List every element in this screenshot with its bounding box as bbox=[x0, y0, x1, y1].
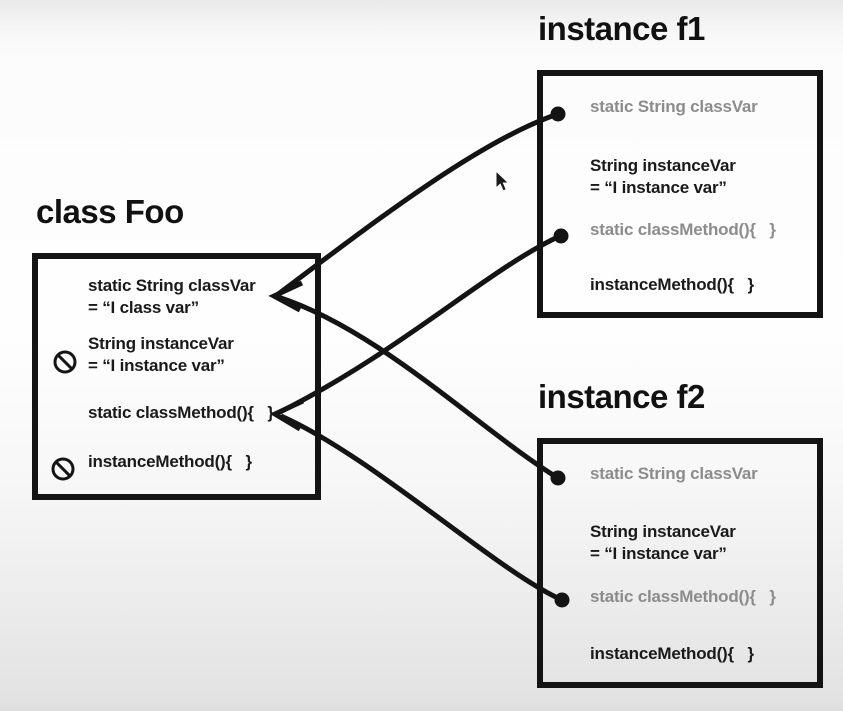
class-foo-member-instancemethod: instanceMethod(){ } bbox=[88, 452, 252, 471]
f1-member-instancemethod: instanceMethod(){ } bbox=[590, 275, 754, 294]
class-foo-member-classmethod: static classMethod(){ } bbox=[88, 403, 274, 422]
f2-member-instancevar: String instanceVar = “I instance var” bbox=[590, 522, 736, 563]
f1-member-classmethod: static classMethod(){ } bbox=[590, 220, 776, 239]
class-foo-member-classvar: static String classVar = “I class var” bbox=[88, 276, 256, 317]
instance-f2-title: instance f2 bbox=[538, 378, 705, 415]
arrow-f2-classmethod-to-class bbox=[279, 413, 564, 603]
f1-member-instancevar: String instanceVar = “I instance var” bbox=[590, 156, 736, 197]
f1-member-classvar: static String classVar bbox=[590, 97, 758, 116]
not-allowed-icon bbox=[52, 349, 78, 375]
instance-f1-title: instance f1 bbox=[538, 10, 705, 47]
arrow-f1-classmethod-to-class bbox=[278, 233, 562, 415]
f2-member-instancemethod: instanceMethod(){ } bbox=[590, 644, 754, 663]
f2-member-classvar: static String classVar bbox=[590, 464, 758, 483]
mouse-cursor-icon bbox=[495, 169, 510, 192]
f2-member-classmethod: static classMethod(){ } bbox=[590, 587, 776, 606]
class-foo-member-instancevar: String instanceVar = “I instance var” bbox=[88, 334, 234, 375]
class-foo-title: class Foo bbox=[36, 193, 184, 230]
not-allowed-icon bbox=[50, 456, 76, 482]
